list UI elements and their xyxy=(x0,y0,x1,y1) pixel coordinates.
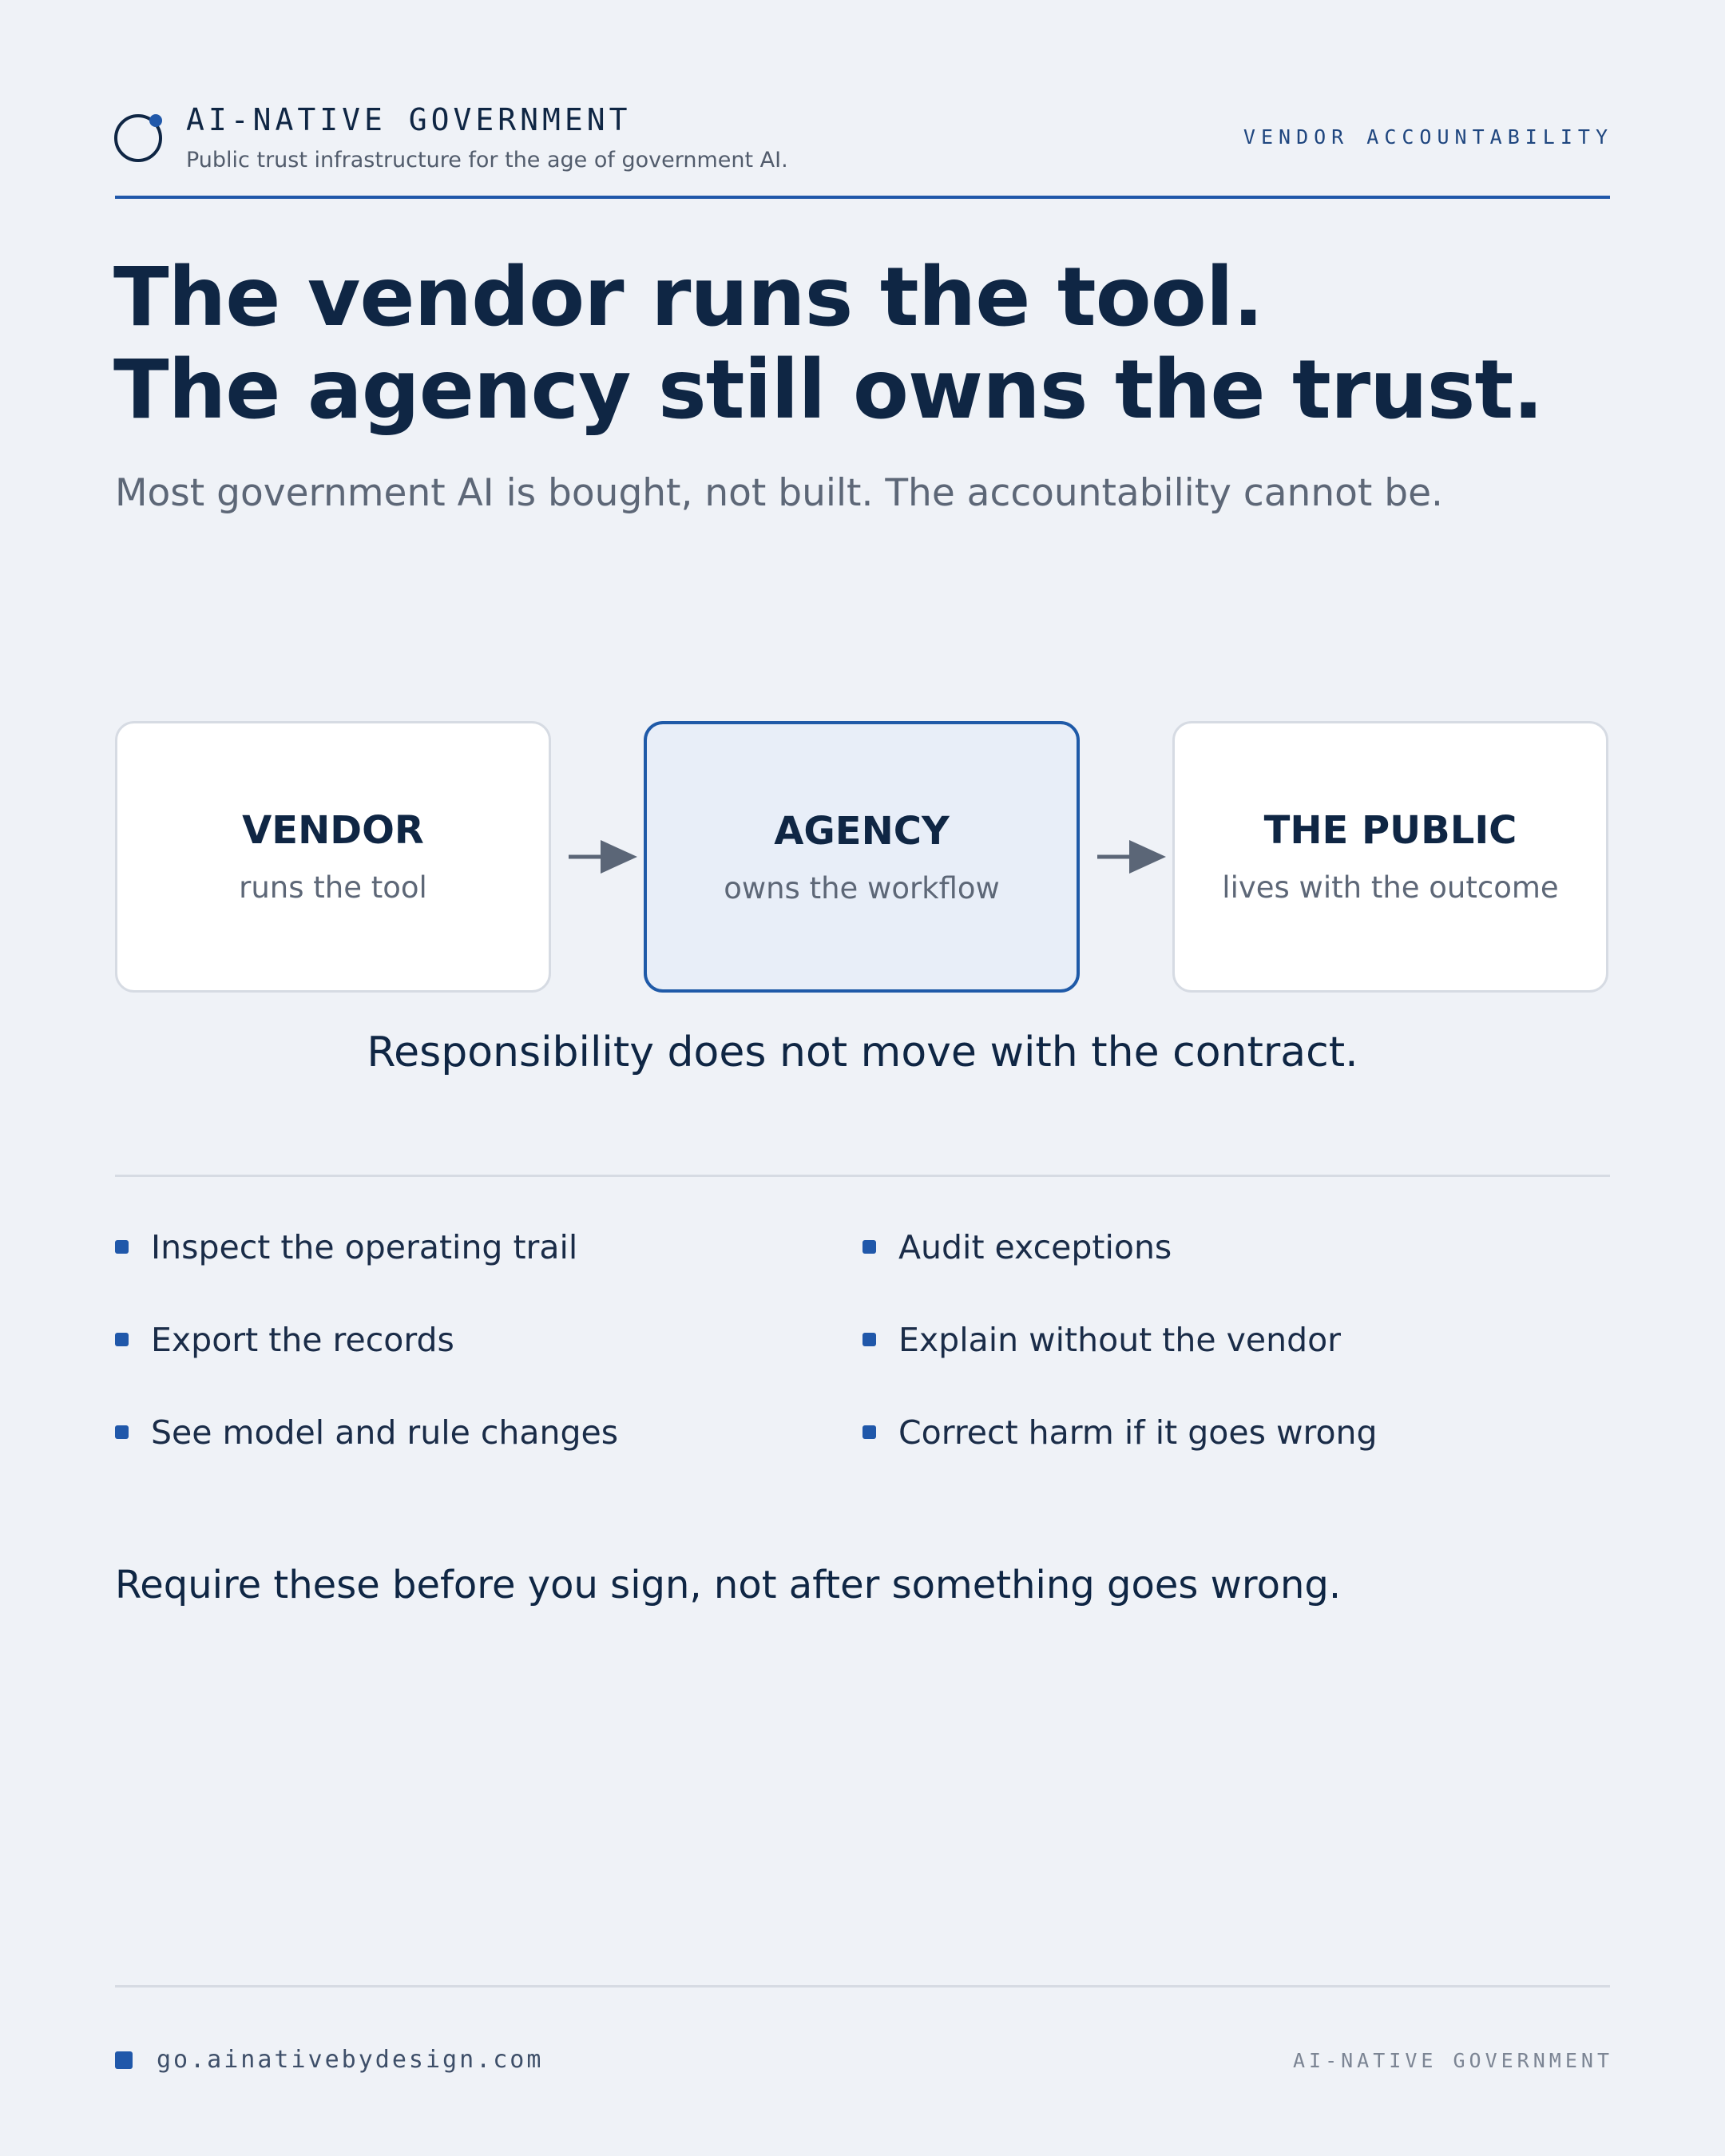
page-title: The vendor runs the tool. The agency sti… xyxy=(113,250,1544,438)
node-the-public-subtitle: lives with the outcome xyxy=(1222,870,1559,905)
brand-tagline: Public trust infrastructure for the age … xyxy=(186,148,788,172)
node-agency-subtitle: owns the workflow xyxy=(724,871,1000,906)
list-item: Audit exceptions xyxy=(898,1228,1172,1266)
header-divider xyxy=(115,196,1610,199)
section-tag: VENDOR ACCOUNTABILITY xyxy=(1243,125,1613,149)
brand-name: AI-NATIVE GOVERNMENT xyxy=(186,102,632,137)
node-agency: AGENCY owns the workflow xyxy=(644,721,1080,993)
node-the-public-title: THE PUBLIC xyxy=(1263,808,1517,853)
node-vendor-subtitle: runs the tool xyxy=(239,870,427,905)
square-bullet-icon xyxy=(862,1333,876,1346)
arrow-right-icon xyxy=(1097,840,1166,874)
list-item: Export the records xyxy=(151,1321,454,1359)
call-to-action-text: Require these before you sign, not after… xyxy=(115,1563,1342,1607)
page-title-line-1: The vendor runs the tool. xyxy=(113,250,1264,345)
square-bullet-icon xyxy=(115,1425,129,1439)
square-bullet-icon xyxy=(862,1240,876,1254)
square-bullet-icon xyxy=(115,2051,133,2069)
footer-url: go.ainativebydesign.com xyxy=(157,2046,544,2074)
list-item: Correct harm if it goes wrong xyxy=(898,1413,1378,1452)
square-bullet-icon xyxy=(115,1333,129,1346)
node-agency-title: AGENCY xyxy=(774,809,950,854)
list-item: Explain without the vendor xyxy=(898,1321,1342,1359)
footer-brand: AI-NATIVE GOVERNMENT xyxy=(1292,2049,1613,2072)
square-bullet-icon xyxy=(115,1240,129,1254)
arrow-right-icon xyxy=(569,840,637,874)
node-vendor: VENDOR runs the tool xyxy=(115,721,551,993)
list-item: See model and rule changes xyxy=(151,1413,619,1452)
subheading: Most government AI is bought, not built.… xyxy=(115,471,1443,515)
circle-dot-logo-icon xyxy=(114,114,162,162)
node-vendor-title: VENDOR xyxy=(242,808,424,853)
footer-divider xyxy=(115,1985,1610,1988)
list-item: Inspect the operating trail xyxy=(151,1228,578,1266)
node-the-public: THE PUBLIC lives with the outcome xyxy=(1172,721,1608,993)
diagram-caption: Responsibility does not move with the co… xyxy=(367,1028,1358,1076)
square-bullet-icon xyxy=(862,1425,876,1439)
section-divider xyxy=(115,1175,1610,1177)
page-title-line-2: The agency still owns the trust. xyxy=(113,343,1544,438)
